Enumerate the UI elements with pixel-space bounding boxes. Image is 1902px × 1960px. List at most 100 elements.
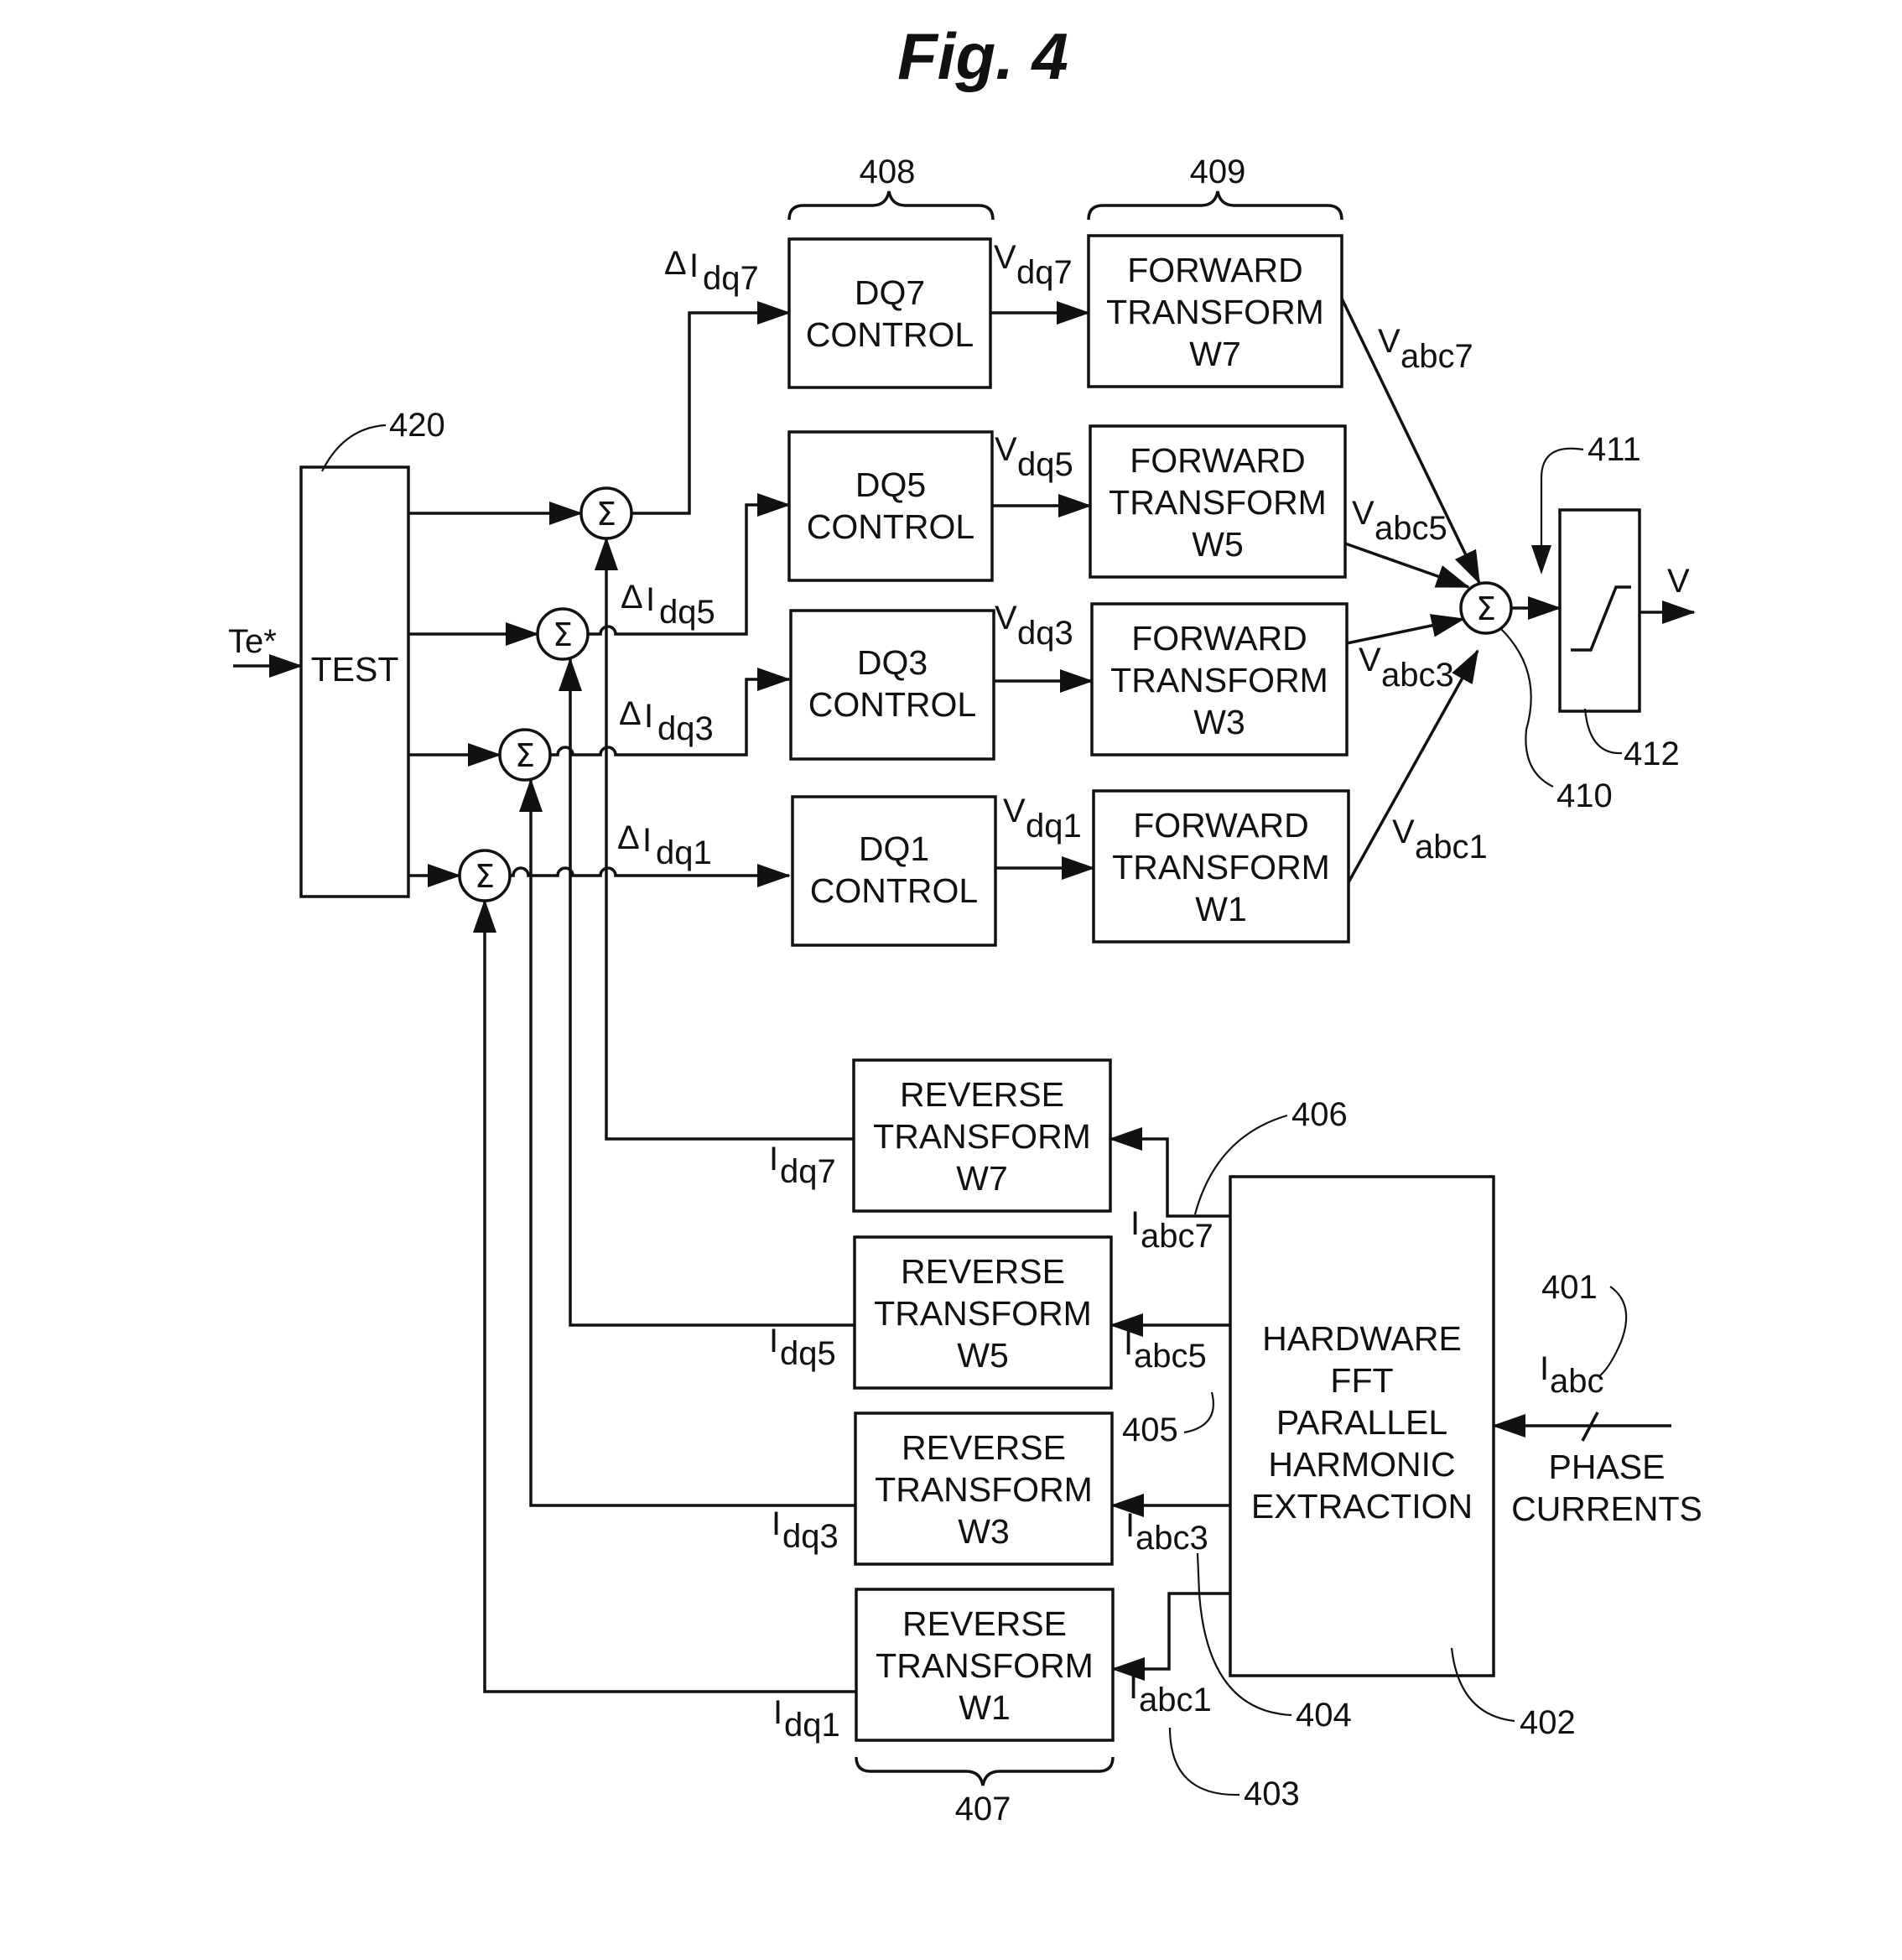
iabc3-label: I abc3 (1125, 1507, 1208, 1557)
svg-text:HARMONIC: HARMONIC (1268, 1445, 1455, 1484)
svg-text:CONTROL: CONTROL (810, 871, 978, 910)
summer-1: Σ (458, 849, 512, 902)
svg-text:dq7: dq7 (780, 1153, 836, 1190)
svg-text:W7: W7 (956, 1159, 1008, 1198)
svg-text:dq5: dq5 (780, 1335, 836, 1372)
svg-text:FORWARD: FORWARD (1131, 619, 1307, 658)
svg-text:abc7: abc7 (1141, 1218, 1213, 1255)
ref-420: 420 (389, 407, 445, 444)
summer-3: Σ (498, 728, 552, 782)
svg-text:TRANSFORM: TRANSFORM (1109, 483, 1327, 522)
svg-text:V: V (995, 431, 1017, 468)
forward-transform-w3-block: FORWARD TRANSFORM W3 (1090, 602, 1349, 756)
svg-text:I: I (1125, 1507, 1135, 1544)
svg-text:W3: W3 (1193, 703, 1245, 741)
summer-7: Σ (579, 486, 633, 540)
svg-text:abc1: abc1 (1139, 1682, 1212, 1718)
iabc1-label: I abc1 (1129, 1669, 1212, 1718)
svg-text:CONTROL: CONTROL (808, 685, 976, 724)
dq3-control-block: DQ3 CONTROL (789, 609, 995, 761)
idq3-label: I dq3 (772, 1505, 839, 1555)
svg-text:V: V (1352, 495, 1375, 532)
svg-text:V: V (994, 239, 1016, 276)
ref-405-leader (1183, 1391, 1214, 1434)
reverse-transform-w7-block: REVERSE TRANSFORM W7 (852, 1058, 1112, 1213)
delta-idq1-wire (510, 864, 791, 887)
input-te-label: Te* (228, 623, 277, 660)
svg-text:CONTROL: CONTROL (807, 507, 974, 546)
ref-410: 410 (1556, 777, 1613, 814)
svg-text:I: I (646, 581, 655, 618)
svg-text:Σ: Σ (475, 858, 495, 895)
reverse-transform-w5-block: REVERSE TRANSFORM W5 (853, 1235, 1113, 1390)
svg-text:I: I (1540, 1350, 1549, 1387)
svg-text:dq1: dq1 (656, 834, 712, 871)
svg-text:I: I (772, 1505, 781, 1542)
summer-5: Σ (536, 607, 590, 661)
svg-text:W3: W3 (958, 1512, 1010, 1551)
svg-text:Σ: Σ (1476, 590, 1496, 627)
svg-text:DQ7: DQ7 (855, 273, 925, 312)
svg-text:Δ: Δ (617, 819, 640, 856)
svg-text:TRANSFORM: TRANSFORM (1112, 848, 1330, 886)
svg-text:V: V (1392, 814, 1415, 850)
svg-text:TRANSFORM: TRANSFORM (876, 1646, 1094, 1685)
svg-text:CONTROL: CONTROL (806, 315, 974, 354)
svg-text:TRANSFORM: TRANSFORM (875, 1470, 1093, 1509)
ref-411-arrowhead (1531, 545, 1551, 574)
phase-currents-line2: CURRENTS (1511, 1489, 1702, 1528)
dq1-control-block: DQ1 CONTROL (791, 795, 997, 947)
ref-406: 406 (1291, 1096, 1348, 1133)
svg-text:FORWARD: FORWARD (1130, 441, 1306, 480)
figure-title: Fig. 4 (897, 19, 1068, 93)
svg-text:Σ: Σ (553, 616, 573, 653)
ref-412: 412 (1624, 736, 1680, 772)
delta-idq5-wire (588, 493, 791, 636)
vdq3-label: V dq3 (995, 600, 1073, 652)
ref-409: 409 (1190, 153, 1246, 190)
svg-text:dq1: dq1 (1026, 808, 1082, 845)
ref-420-leader (321, 424, 387, 472)
vabc3-wire (1346, 614, 1465, 645)
svg-text:I: I (769, 1323, 778, 1360)
svg-text:REVERSE: REVERSE (900, 1075, 1064, 1114)
svg-text:DQ5: DQ5 (855, 465, 926, 504)
dq7-control-block: DQ7 CONTROL (787, 237, 992, 389)
svg-text:dq3: dq3 (657, 710, 714, 747)
svg-text:W7: W7 (1189, 335, 1241, 373)
svg-text:FORWARD: FORWARD (1133, 806, 1309, 845)
reverse-transform-w1-block: REVERSE TRANSFORM W1 (855, 1588, 1115, 1742)
ref-403: 403 (1244, 1775, 1300, 1812)
bus-slash-icon (1581, 1412, 1599, 1442)
svg-text:Σ: Σ (515, 737, 535, 774)
test-block: TEST (299, 465, 410, 898)
ref-401-leader (1599, 1286, 1628, 1376)
delta-idq7-label: Δ I dq7 (664, 245, 759, 297)
svg-text:I: I (644, 698, 653, 735)
iabc7-wire (1109, 1127, 1230, 1218)
svg-text:dq7: dq7 (703, 260, 759, 297)
delta-idq3-label: Δ I dq3 (619, 695, 714, 747)
svg-text:REVERSE: REVERSE (901, 1252, 1065, 1291)
ref-410-leader (1500, 628, 1554, 788)
svg-text:TRANSFORM: TRANSFORM (873, 1117, 1091, 1156)
idq1-label: I dq1 (773, 1694, 840, 1744)
svg-text:dq5: dq5 (1017, 446, 1073, 483)
idq7-feedback-wire (595, 537, 854, 1141)
svg-text:I: I (1124, 1325, 1133, 1362)
svg-text:W5: W5 (957, 1336, 1009, 1375)
svg-text:abc3: abc3 (1381, 657, 1454, 694)
iabc5-label: I abc5 (1124, 1325, 1207, 1375)
svg-text:abc3: abc3 (1135, 1520, 1208, 1557)
svg-text:dq5: dq5 (659, 594, 715, 631)
vabc7-label: V abc7 (1378, 323, 1473, 375)
svg-text:I: I (1129, 1669, 1138, 1706)
idq1-feedback-wire (473, 899, 856, 1693)
vabc5-wire (1344, 542, 1470, 589)
svg-text:V: V (995, 600, 1017, 637)
svg-text:Δ: Δ (664, 245, 687, 282)
vabc3-label: V abc3 (1359, 642, 1454, 694)
idq5-label: I dq5 (769, 1323, 836, 1372)
iabc7-label: I abc7 (1130, 1205, 1213, 1255)
